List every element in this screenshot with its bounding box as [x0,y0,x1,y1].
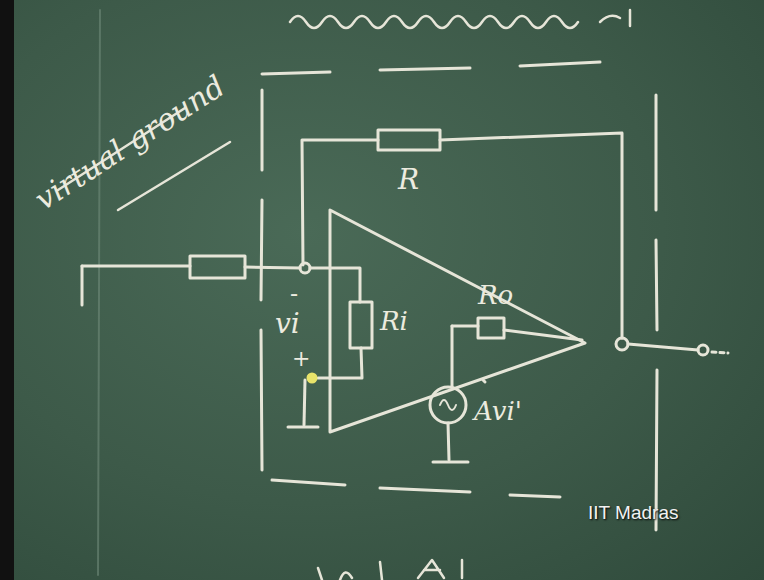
resistor-name: Ro [478,282,513,308]
watermark: IIT Madras [588,503,678,522]
pin-sign: + [292,348,310,370]
resistor-name: Ri [380,308,408,334]
board-edge [0,0,14,580]
signal-name: vi [275,310,300,338]
handwritten-note: virtual ground [30,71,230,215]
pin-sign: - [290,282,298,306]
resistor-name: R [398,166,419,194]
source-value: Avi' [474,398,522,424]
